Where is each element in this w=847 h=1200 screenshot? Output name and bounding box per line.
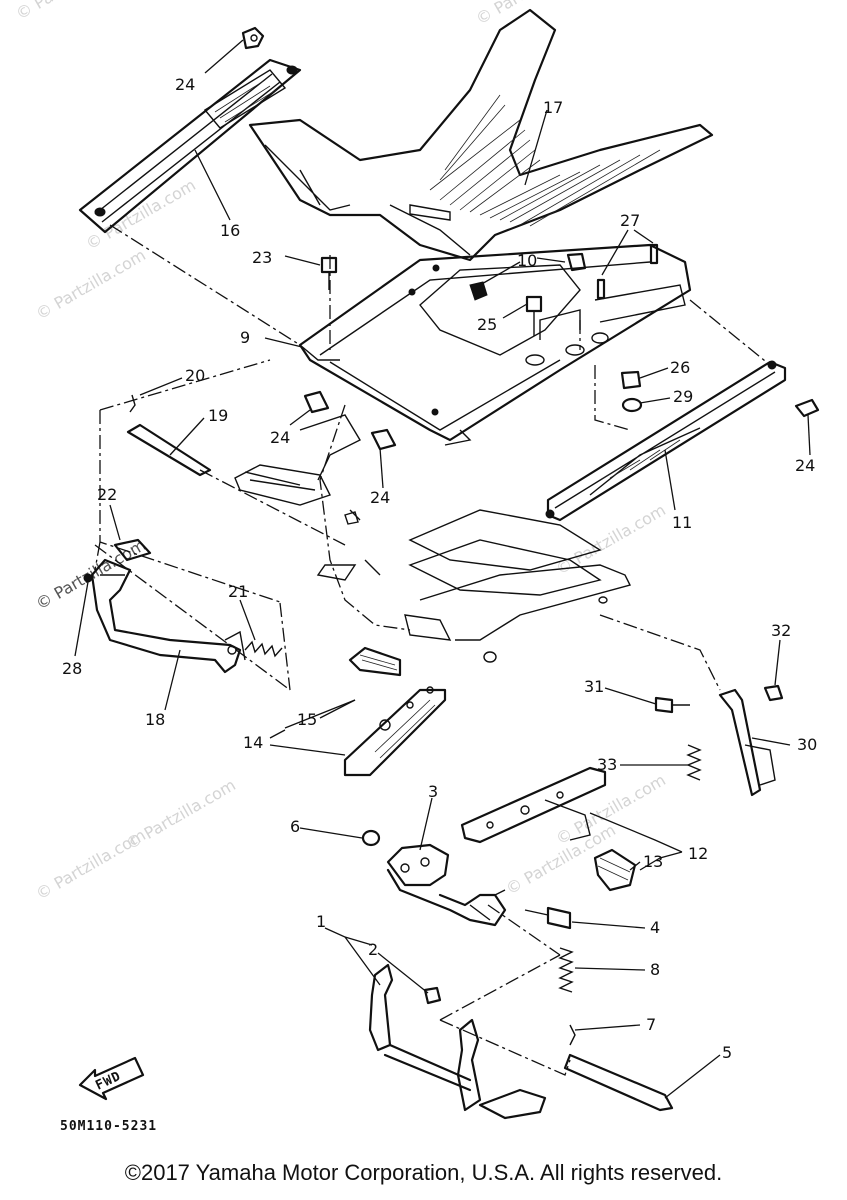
callout-22: 22 [97, 485, 117, 504]
callout-18: 18 [145, 710, 165, 729]
callout-7: 7 [646, 1015, 656, 1034]
callout-24: 24 [175, 75, 195, 94]
centerstand-drawing [368, 963, 674, 1120]
callout-20: 20 [185, 366, 205, 385]
rail-11-drawing [545, 360, 787, 522]
watermark: © Partzilla.com [33, 535, 149, 613]
callout-2: 2 [368, 940, 378, 959]
callout-24: 24 [370, 488, 390, 507]
fwd-arrow: FWD [78, 1056, 145, 1101]
parts-diagram: © Partzilla.com © Partzilla.com © Partzi… [13, 0, 820, 1134]
callout-25: 25 [477, 315, 497, 334]
fasteners-drawing [83, 26, 820, 658]
watermark: © Partzilla.com [33, 245, 149, 323]
callout-6: 6 [290, 817, 300, 836]
callout-labels: 24 17 16 23 10 27 25 9 26 29 20 19 24 24… [62, 75, 817, 1062]
callout-11: 11 [672, 513, 692, 532]
floorboard-17-drawing [248, 8, 714, 262]
callout-24: 24 [795, 456, 815, 475]
callout-32: 32 [771, 621, 791, 640]
callout-30: 30 [797, 735, 817, 754]
callout-13: 13 [643, 852, 663, 871]
callout-24: 24 [270, 428, 290, 447]
callout-4: 4 [650, 918, 660, 937]
callout-26: 26 [670, 358, 690, 377]
footrest-12-drawing [460, 766, 637, 892]
footrest-14-drawing [343, 646, 447, 777]
callout-1: 1 [316, 912, 326, 931]
watermark: © Partzilla.com [473, 0, 589, 28]
callout-31: 31 [584, 677, 604, 696]
callout-28: 28 [62, 659, 82, 678]
callout-3: 3 [428, 782, 438, 801]
diagram-code: 50M110-5231 [60, 1119, 157, 1134]
copyright-notice: ©2017 Yamaha Motor Corporation, U.S.A. A… [124, 1160, 723, 1185]
callout-16: 16 [220, 221, 240, 240]
bracket-3-drawing [386, 843, 507, 927]
rail-16-drawing [78, 58, 302, 234]
callout-9: 9 [240, 328, 250, 347]
callout-19: 19 [208, 406, 228, 425]
callout-8: 8 [650, 960, 660, 979]
watermark: © Partzilla.com [13, 0, 129, 23]
callout-29: 29 [673, 387, 693, 406]
brake-pedal-18-drawing [90, 558, 246, 674]
watermark: © Partzilla.com [123, 775, 239, 853]
callout-17: 17 [543, 98, 563, 117]
sidestand-30-drawing [718, 688, 776, 797]
assembly-lines [94, 224, 771, 1076]
leader-lines [74, 39, 811, 1099]
callout-23: 23 [252, 248, 272, 267]
callout-12: 12 [688, 844, 708, 863]
callout-14: 14 [243, 733, 263, 752]
callout-10: 10 [517, 251, 537, 270]
callout-21: 21 [228, 582, 248, 601]
callout-33: 33 [597, 755, 617, 774]
callout-15: 15 [297, 710, 317, 729]
lower-frame-drawing [234, 414, 632, 663]
watermark-layer: © Partzilla.com © Partzilla.com © Partzi… [13, 0, 669, 903]
frame-drawing [298, 243, 692, 446]
watermark: © Partzilla.com [553, 500, 669, 578]
callout-27: 27 [620, 211, 640, 230]
small-parts-drawing [361, 684, 784, 1046]
callout-5: 5 [722, 1043, 732, 1062]
